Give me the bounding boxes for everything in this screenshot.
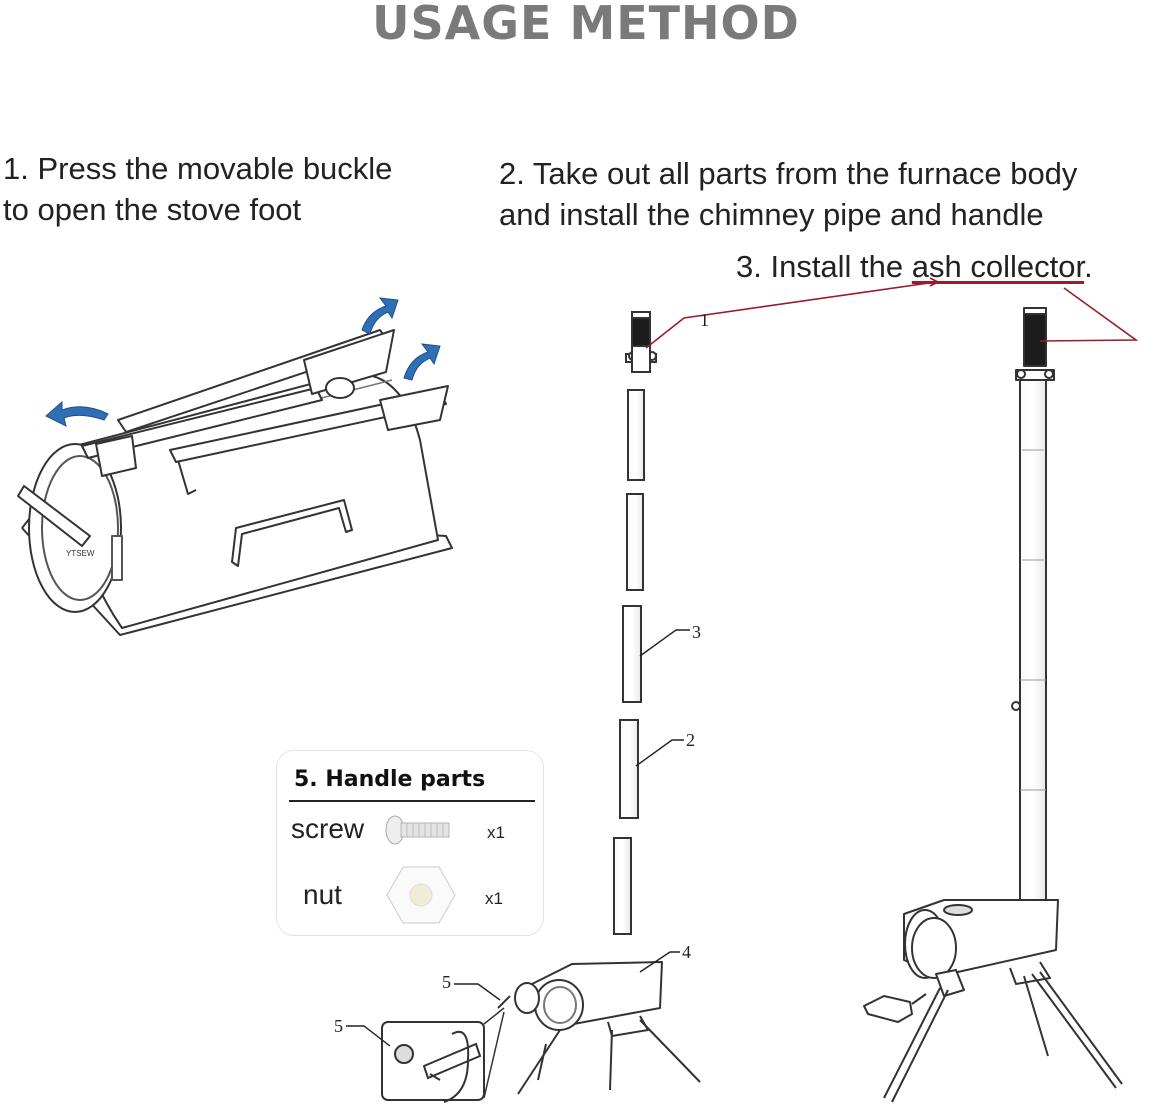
assembled-stove-illustration	[863, 307, 1123, 1103]
open-direction-arrows	[45, 297, 441, 427]
handle-parts-panel: 5. Handle parts screw x1 nut x1	[276, 750, 544, 936]
step-2-text: 2. Take out all parts from the furnace b…	[499, 153, 1077, 235]
step-2-line-2: and install the chimney pipe and handle	[499, 197, 1044, 232]
step-3-suffix: .	[1084, 249, 1093, 284]
handle-parts-title: 5. Handle parts	[294, 767, 486, 792]
callout-3: 3	[692, 622, 701, 642]
step-1-text: 1. Press the movable buckle to open the …	[3, 148, 392, 230]
callout-2: 2	[686, 730, 695, 750]
part-qty-nut: x1	[485, 889, 503, 908]
page-title: USAGE METHOD	[372, 0, 800, 50]
screw-icon	[385, 815, 450, 845]
callout-1: 1	[700, 310, 709, 330]
part-name-nut: nut	[303, 879, 342, 910]
hex-nut-icon	[386, 866, 456, 924]
callout-5-handle: 5	[442, 972, 451, 992]
ash-collector-leaders	[645, 277, 1139, 349]
part-qty-screw: x1	[487, 823, 505, 842]
callout-leaders	[346, 629, 690, 1047]
part-name-screw: screw	[291, 813, 365, 844]
exploded-stove-body	[497, 961, 701, 1095]
callout-5-detail: 5	[334, 1016, 343, 1036]
step-3-text: 3. Install the ash collector.	[736, 246, 1093, 287]
handle-detail-inset	[381, 1007, 505, 1103]
callout-4: 4	[682, 942, 691, 962]
handle-parts-divider	[289, 800, 535, 802]
step-3-ash-collector: ash collector	[911, 249, 1085, 284]
folded-stove-illustration: YTSEW	[17, 329, 453, 636]
exploded-chimney-pipes	[613, 311, 657, 935]
step-2-line-1: 2. Take out all parts from the furnace b…	[499, 156, 1078, 191]
step-1-line-2: to open the stove foot	[3, 192, 302, 227]
svg-text:YTSEW: YTSEW	[66, 549, 95, 558]
step-1-line-1: 1. Press the movable buckle	[3, 151, 393, 186]
step-3-prefix: 3. Install the	[736, 249, 912, 284]
